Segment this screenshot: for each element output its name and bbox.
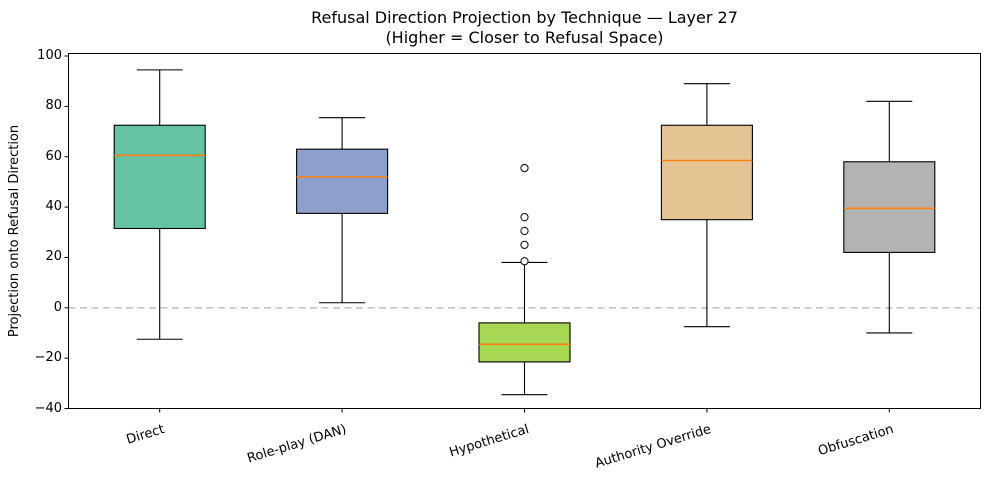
outlier-point xyxy=(520,163,529,173)
y-tick-label: 80 xyxy=(45,98,62,114)
outlier-point xyxy=(520,240,529,249)
y-tick-label: 20 xyxy=(45,249,62,265)
y-tick-label: 60 xyxy=(45,148,62,164)
box-group-authority-override xyxy=(660,83,753,328)
y-tick-label: −40 xyxy=(34,400,62,416)
box-group-obfuscation xyxy=(843,100,936,334)
chart-subtitle: (Higher = Closer to Refusal Space) xyxy=(385,28,664,47)
outlier-point xyxy=(520,213,529,222)
iqr-box xyxy=(296,148,389,214)
iqr-box xyxy=(478,322,571,363)
iqr-box xyxy=(843,161,936,253)
outlier-point xyxy=(520,226,529,236)
y-tick-label: 40 xyxy=(45,199,62,215)
y-tick-label: −20 xyxy=(34,350,62,366)
y-tick-label: 0 xyxy=(53,299,62,315)
outlier-point xyxy=(520,257,529,266)
chart-title: Refusal Direction Projection by Techniqu… xyxy=(311,8,738,27)
box-group-role-play-dan xyxy=(296,117,389,304)
iqr-box xyxy=(660,124,753,221)
y-tick-label: 100 xyxy=(37,48,62,64)
box-group-direct xyxy=(113,69,206,340)
box-group-hypothetical xyxy=(478,163,571,396)
iqr-box xyxy=(113,124,206,230)
